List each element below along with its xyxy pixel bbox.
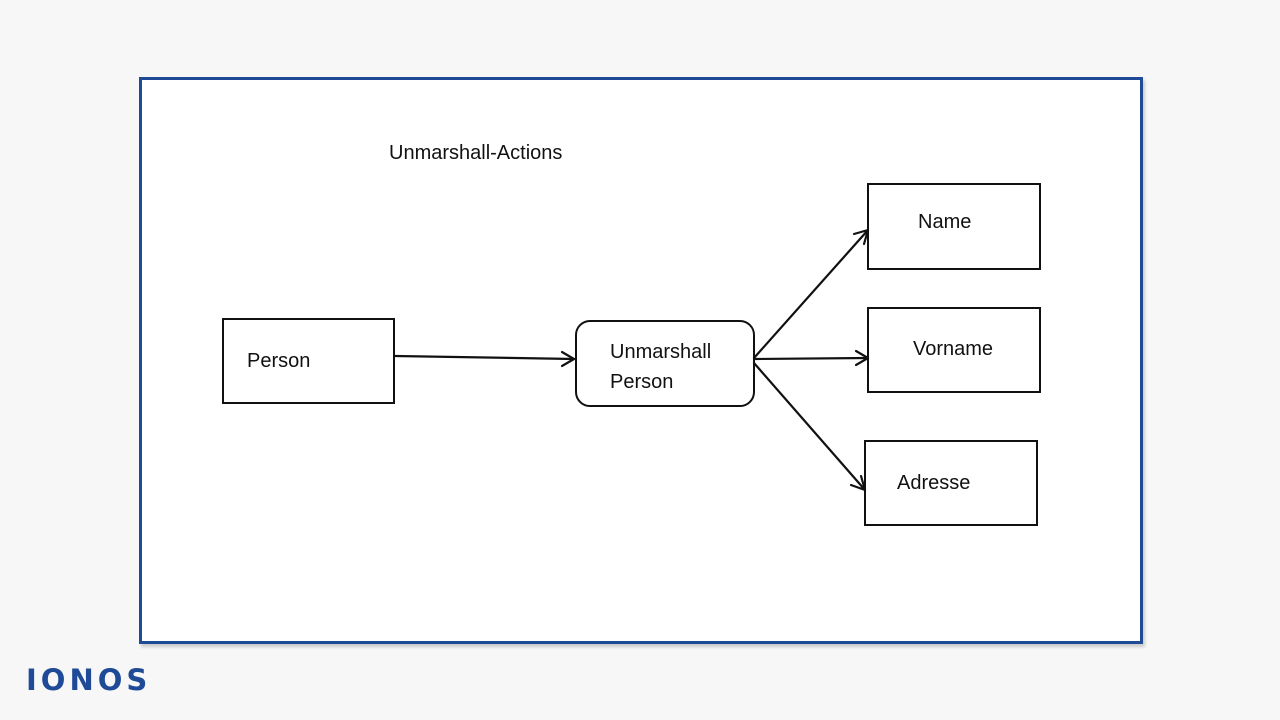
node-unmarshall-line2: Person — [610, 371, 674, 393]
node-adresse-label: Adresse — [897, 472, 971, 494]
node-vorname-label: Vorname — [913, 338, 994, 360]
arrow-person-to-unmarshall — [393, 350, 576, 368]
node-vorname: Vorname — [867, 307, 1041, 393]
arrow-unmarshall-to-vorname — [752, 349, 870, 367]
ionos-logo: IONOS — [26, 663, 152, 697]
diagram-title: Unmarshall-Actions — [389, 142, 563, 164]
node-adresse: Adresse — [864, 440, 1038, 526]
node-name-label: Name — [918, 211, 972, 233]
node-unmarshall-line1: Unmarshall — [610, 341, 712, 363]
arrow-unmarshall-to-name — [752, 228, 870, 360]
node-person: Person — [222, 318, 395, 404]
node-name: Name — [867, 183, 1041, 270]
arrow-unmarshall-to-adresse — [752, 361, 867, 492]
node-person-label: Person — [247, 350, 311, 372]
